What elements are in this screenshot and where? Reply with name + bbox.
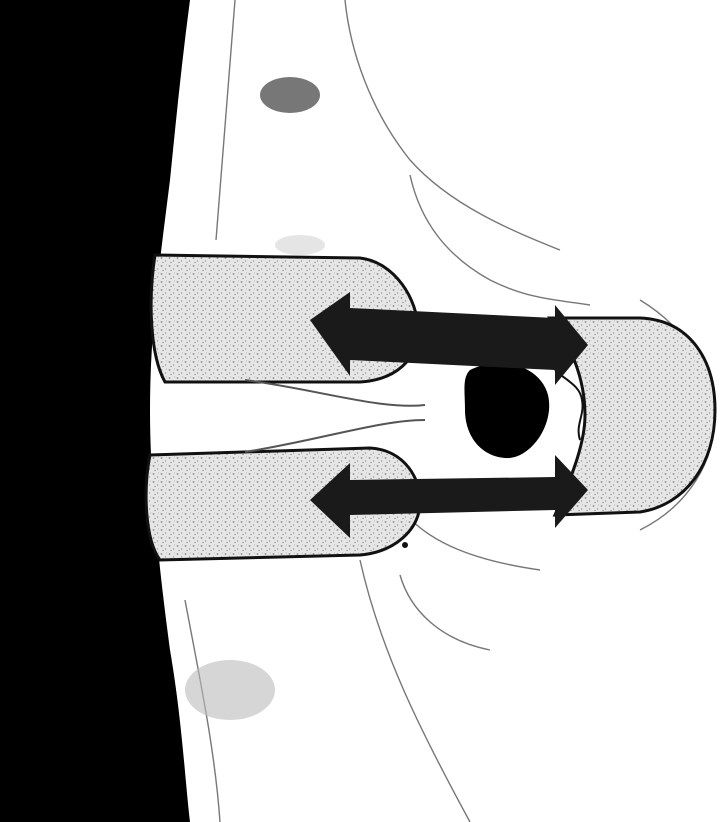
texture-blotches bbox=[185, 77, 325, 720]
central-dark-spot bbox=[464, 363, 549, 458]
wavy-outline bbox=[555, 370, 583, 440]
dark-background-region bbox=[0, 0, 190, 822]
central-channel bbox=[245, 380, 425, 452]
small-dark-speck bbox=[402, 542, 408, 548]
